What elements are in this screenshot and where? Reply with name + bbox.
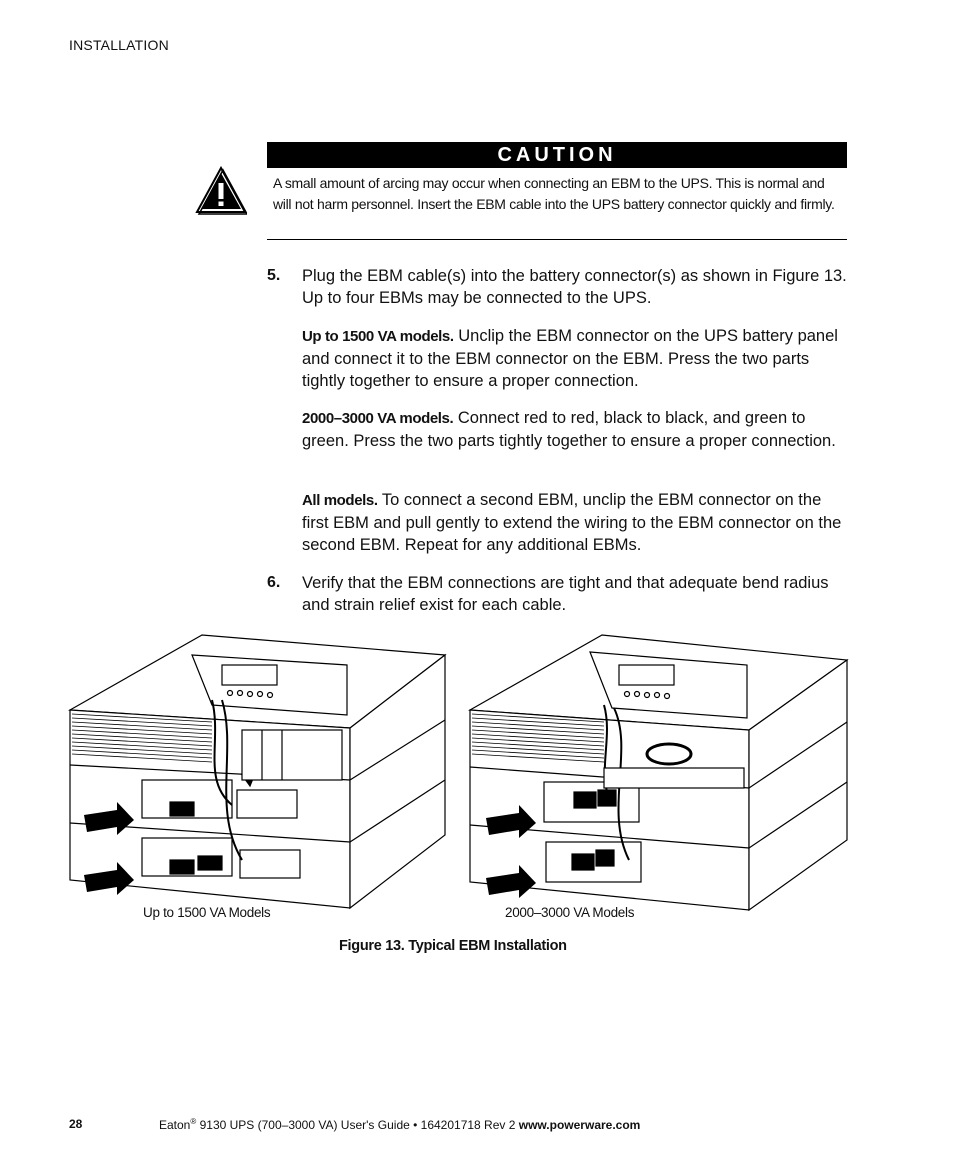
paragraph-body: To connect a second EBM, unclip the EBM … — [302, 491, 842, 554]
warning-icon — [195, 165, 249, 216]
instruction-paragraph-3000va: 2000–3000 VA models. Connect red to red,… — [302, 407, 850, 452]
footer-guide-title: 9130 UPS (700–3000 VA) User's Guide • 16… — [196, 1118, 519, 1132]
step-number: 6. — [267, 574, 281, 591]
registered-mark: ® — [190, 1117, 197, 1126]
caution-divider — [267, 239, 847, 240]
section-header: INSTALLATION — [69, 37, 169, 53]
figure-title: Figure 13. Typical EBM Installation — [339, 938, 567, 954]
figure-1500va-illustration — [62, 630, 452, 912]
footer-brand: Eaton — [159, 1118, 191, 1132]
paragraph-lead: All models. — [302, 492, 378, 509]
footer-url: www.powerware.com — [518, 1118, 641, 1132]
page-number: 28 — [69, 1117, 83, 1131]
figure-2000-3000va-illustration — [464, 630, 854, 912]
caution-text: A small amount of arcing may occur when … — [273, 175, 835, 212]
paragraph-lead: Up to 1500 VA models. — [302, 328, 454, 345]
step-number: 5. — [267, 267, 281, 284]
figure-caption-left: Up to 1500 VA Models — [143, 905, 271, 920]
footer-text: Eaton® 9130 UPS (700–3000 VA) User's Gui… — [159, 1117, 640, 1132]
figure-caption-right: 2000–3000 VA Models — [505, 905, 635, 920]
step-text: Plug the EBM cable(s) into the battery c… — [302, 267, 847, 307]
paragraph-body: Unclip the EBM connector on the UPS batt… — [302, 327, 838, 390]
instruction-paragraph-1500va: Up to 1500 VA models. Unclip the EBM con… — [302, 325, 850, 392]
step-text: Verify that the EBM connections are tigh… — [302, 574, 829, 614]
caution-title: CAUTION — [267, 142, 847, 168]
paragraph-body: Connect red to red, black to black, and … — [302, 409, 836, 450]
paragraph-lead: 2000–3000 VA models. — [302, 410, 454, 427]
instruction-paragraph-all-models: All models. To connect a second EBM, unc… — [302, 489, 850, 556]
